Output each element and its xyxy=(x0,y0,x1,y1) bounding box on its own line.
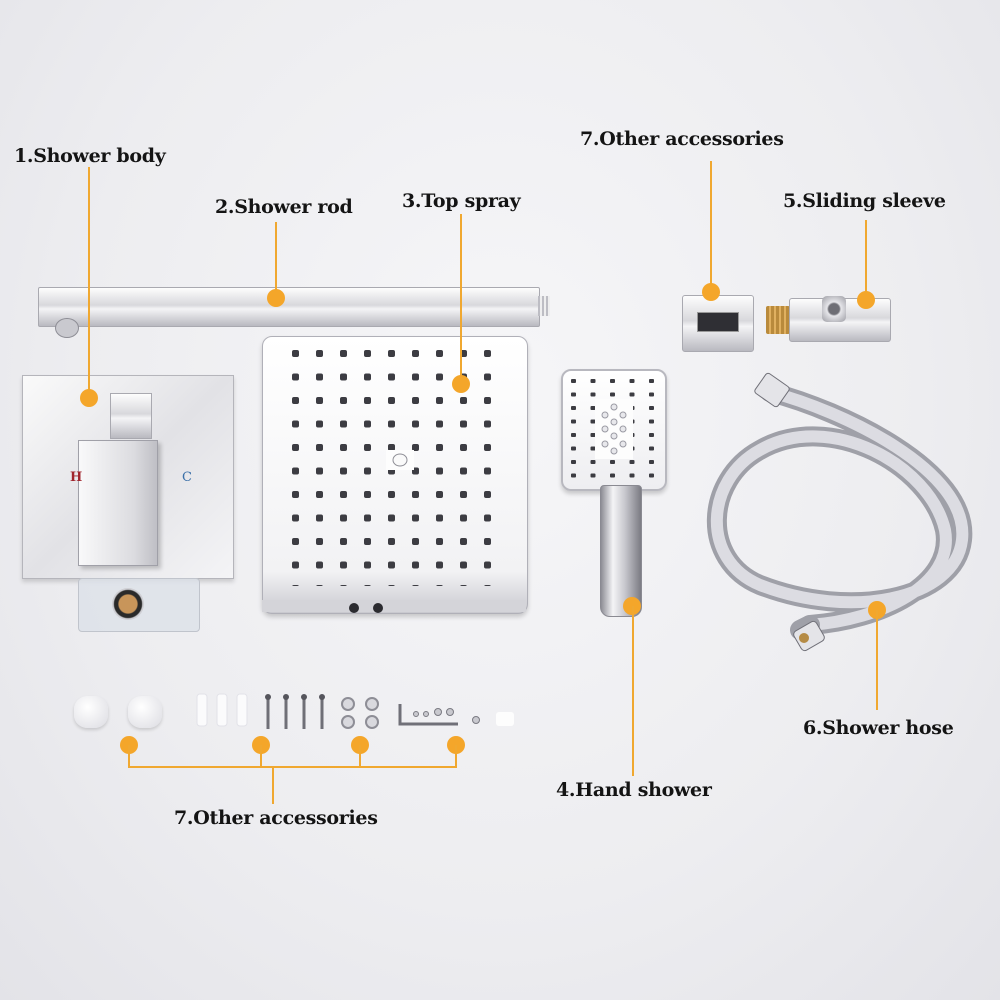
callout-dot-sliding-sleeve xyxy=(857,291,875,309)
callout-line-hand-shower xyxy=(632,606,634,776)
shower-rod-nut xyxy=(55,318,79,338)
hot-marking: H xyxy=(70,470,83,485)
callout-line-shower-rod xyxy=(275,222,277,298)
callout-line-shower-hose xyxy=(876,610,878,710)
bracket-leg-3 xyxy=(359,745,361,767)
callout-dot-cover-plate xyxy=(702,283,720,301)
hand-shower-handle xyxy=(600,485,642,617)
callout-line-top-spray xyxy=(460,214,462,384)
label-hand-shower: 4.Hand shower xyxy=(556,779,712,801)
callout-dot-shower-rod xyxy=(267,289,285,307)
bracket-bar xyxy=(128,766,457,768)
callout-line-other-accessories-top xyxy=(710,161,712,291)
label-sliding-sleeve: 5.Sliding sleeve xyxy=(783,190,946,212)
bracket-stem xyxy=(272,766,274,804)
callout-dot-top-spray xyxy=(452,375,470,393)
callout-dot-shower-body xyxy=(80,389,98,407)
label-shower-hose: 6.Shower hose xyxy=(803,717,954,739)
washers xyxy=(341,697,379,729)
cold-marking: C xyxy=(182,470,192,485)
cover-plate-hole xyxy=(697,312,739,332)
sliding-sleeve-thread xyxy=(766,306,790,334)
plug-cap-1 xyxy=(74,696,108,728)
shower-body-handle xyxy=(78,440,158,566)
callout-line-shower-body xyxy=(88,167,90,397)
screws xyxy=(265,694,325,729)
bracket-leg-4 xyxy=(455,745,457,767)
label-shower-rod: 2.Shower rod xyxy=(215,196,353,218)
shower-body-mixer-top xyxy=(110,393,152,439)
label-shower-body: 1.Shower body xyxy=(14,145,166,167)
shower-rod xyxy=(38,287,540,327)
label-other-accessories-top: 7.Other accessories xyxy=(580,128,784,150)
sliding-sleeve-nozzle xyxy=(822,296,846,322)
shower-hose xyxy=(706,372,973,652)
bracket-leg-2 xyxy=(260,745,262,767)
shower-body-brass-inlet xyxy=(112,588,144,620)
wall-anchors xyxy=(196,693,248,727)
callout-line-sliding-sleeve xyxy=(865,220,867,300)
plug-cap-2 xyxy=(128,696,162,728)
label-top-spray: 3.Top spray xyxy=(402,190,521,212)
shower-rod-thread xyxy=(538,296,550,316)
hex-key-and-small-screws xyxy=(398,704,514,726)
top-spray-nozzles xyxy=(262,350,526,613)
hand-shower-nozzles xyxy=(571,379,657,479)
label-other-accessories-bottom: 7.Other accessories xyxy=(174,807,378,829)
bracket-leg-1 xyxy=(128,745,130,767)
